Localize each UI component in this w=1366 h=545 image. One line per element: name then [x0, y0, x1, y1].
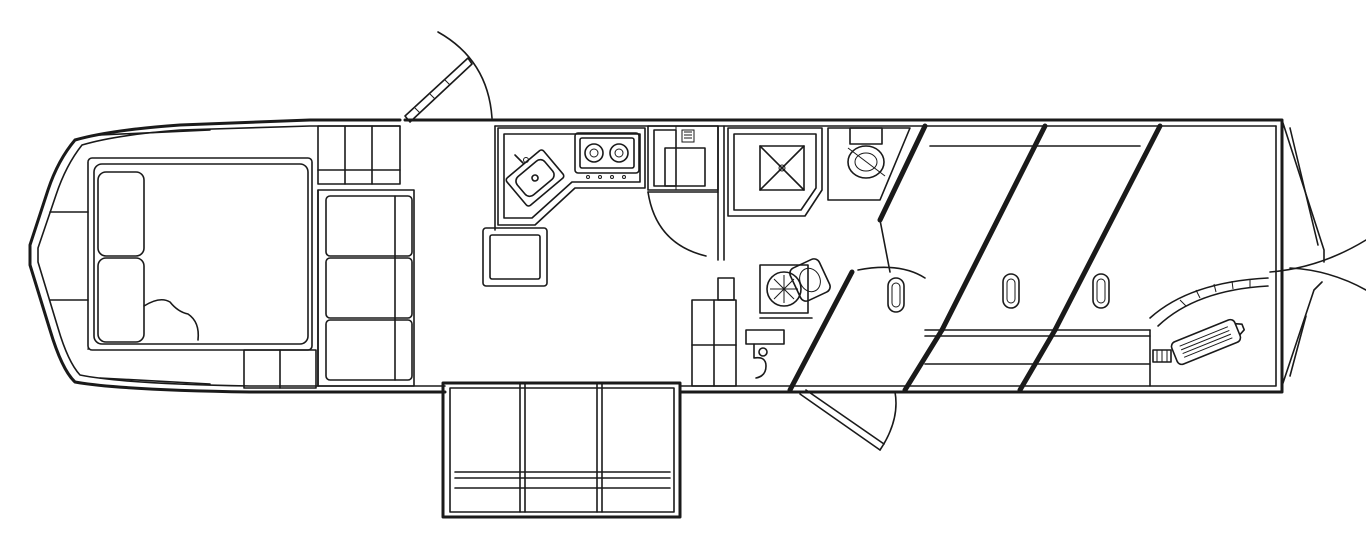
blanket-fold-icon [143, 298, 200, 341]
ramp-icon [1269, 119, 1366, 387]
wardrobe-cabinets [243, 125, 401, 389]
horse-side-door [799, 389, 897, 451]
horse-stall-divider-icon [902, 123, 1163, 393]
bathroom-door [647, 191, 719, 257]
kitchen-counter [497, 127, 646, 226]
tack-room-icon [1149, 277, 1269, 366]
shower-icon [727, 127, 823, 217]
gooseneck-bracket [49, 129, 211, 385]
gooseneck-shell [28, 118, 492, 394]
trailer-body-walls [485, 118, 1284, 394]
kitchen-sink-icon [505, 149, 565, 207]
pillow-icon [97, 171, 145, 257]
entry-door [404, 31, 493, 123]
bathroom-partition [759, 269, 855, 393]
vanity-sink-icon [759, 258, 831, 314]
pillow-icon [97, 257, 145, 343]
sofa-icon [317, 189, 415, 387]
toilet-icon [827, 127, 911, 201]
refrigerator-icon [647, 125, 725, 261]
horse-window-icon [887, 273, 1110, 313]
bed [87, 157, 313, 351]
horse-area-divider [857, 123, 928, 279]
dinette-table-icon [482, 227, 548, 287]
saddle-rack-icon [1170, 318, 1246, 366]
cooktop-icon [574, 132, 640, 179]
bath-cabinets [691, 277, 785, 387]
slide-out-room [441, 381, 682, 519]
